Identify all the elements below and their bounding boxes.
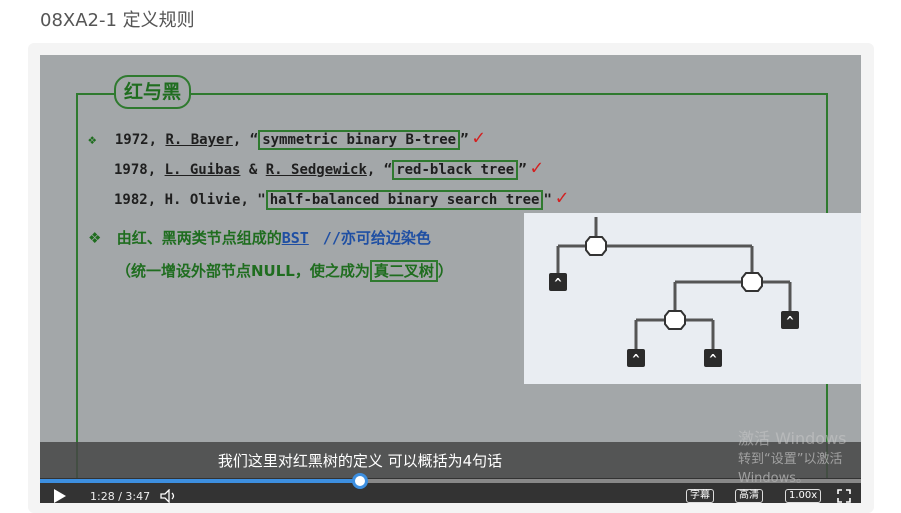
- tree-node: [741, 272, 763, 292]
- subtitle-text: 我们这里对红黑树的定义 可以概括为4句话: [217, 452, 503, 470]
- leaf-node: [627, 349, 645, 367]
- history-line-2: 1978, L. Guibas & R. Sedgewick, “red-bla…: [114, 155, 543, 180]
- tree-diagram: ^ ^ ^ ^: [524, 213, 861, 384]
- tree-node: [585, 236, 607, 256]
- leaf-node: [704, 349, 722, 367]
- fullscreen-icon[interactable]: [837, 489, 851, 503]
- activation-watermark-title: 激活 Windows: [738, 429, 847, 448]
- bst-link: BST: [281, 229, 309, 247]
- play-icon[interactable]: [54, 489, 66, 503]
- slide-title: 红与黑: [114, 75, 192, 109]
- author-name: L. Guibas: [164, 162, 241, 178]
- check-icon: ✓: [472, 125, 485, 149]
- history-line-1: ❖ 1972, R. Bayer, “symmetric binary B-tr…: [88, 125, 485, 150]
- check-icon: ✓: [530, 155, 543, 179]
- bullet-icon: ❖: [88, 132, 97, 148]
- extension-line: （统一增设外部节点NULL，使之成为真二叉树）: [116, 260, 453, 282]
- leaf-label: ^: [632, 352, 639, 366]
- time-display: 1:28 / 3:47: [90, 490, 151, 503]
- progress-bar[interactable]: [40, 473, 861, 489]
- check-icon: ✓: [555, 185, 568, 209]
- author-name: R. Sedgewick: [265, 162, 367, 178]
- progress-knob[interactable]: [352, 473, 369, 489]
- bullet-icon: ❖: [88, 229, 102, 247]
- definition-line: ❖ 由红、黑两类节点组成的BST//亦可给边染色: [88, 229, 431, 247]
- progress-fill: [40, 479, 361, 483]
- external-leaves: [549, 273, 799, 367]
- term-box: 真二叉树: [369, 260, 438, 282]
- leaf-label: ^: [554, 276, 561, 290]
- term-box: red-black tree: [392, 160, 519, 180]
- tree-node: [664, 310, 686, 330]
- leaf-node: [781, 311, 799, 329]
- author-name: R. Bayer: [165, 132, 233, 148]
- captions-button[interactable]: 字幕: [686, 489, 714, 503]
- author-name: H. Olivie: [164, 192, 241, 208]
- term-box: half-balanced binary search tree: [265, 190, 544, 210]
- page-title: 08XA2-1 定义规则: [40, 10, 195, 31]
- volume-icon[interactable]: [160, 489, 178, 503]
- speed-button[interactable]: 1.00x: [785, 489, 822, 503]
- tree-svg: ^ ^ ^ ^: [549, 217, 799, 367]
- subtitle-bar: 我们这里对红黑树的定义 可以概括为4句话: [40, 442, 861, 478]
- history-line-3: 1982, H. Olivie, "half-balanced binary s…: [114, 185, 568, 210]
- leaf-node: [549, 273, 567, 291]
- quality-button[interactable]: 高清: [735, 489, 763, 503]
- term-box: symmetric binary B-tree: [258, 130, 461, 150]
- video-player[interactable]: 红与黑 ❖ 1972, R. Bayer, “symmetric binary …: [40, 55, 861, 503]
- leaf-label: ^: [786, 314, 793, 328]
- definition-note: //亦可给边染色: [322, 229, 431, 247]
- player-controls: 1:28 / 3:47 字幕 高清 1.00x: [40, 473, 861, 503]
- leaf-label: ^: [709, 352, 716, 366]
- activation-watermark-text: 转到“设置”以激活 Windows。: [738, 452, 843, 486]
